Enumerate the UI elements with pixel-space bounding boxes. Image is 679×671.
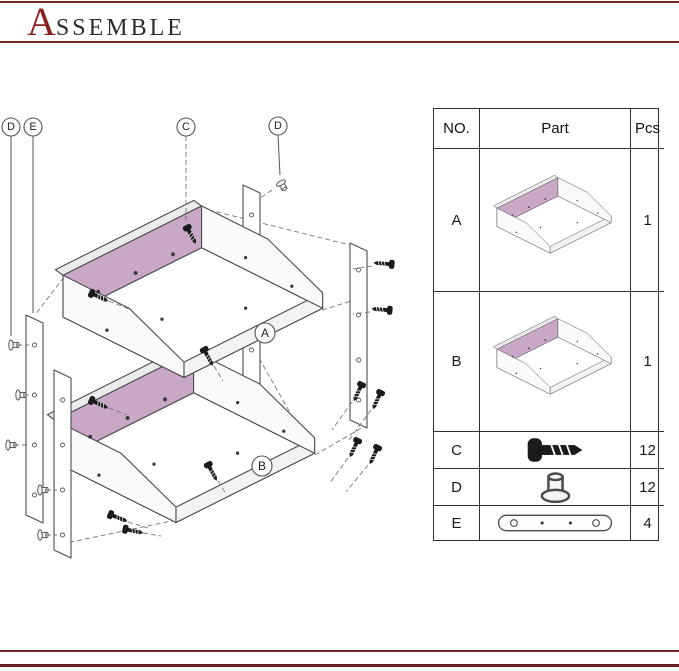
callout-c-label: C (182, 121, 190, 133)
part-d-icon (480, 469, 631, 506)
row-b-pcs: 1 (631, 292, 664, 432)
tray-a-label-text: A (261, 326, 269, 340)
row-e-no: E (434, 506, 480, 540)
part-a-icon (480, 149, 631, 292)
screw-table-icon (526, 437, 584, 463)
callout-d-left: D (1, 117, 21, 137)
callout-leaders (10, 134, 281, 336)
row-b-no: B (434, 292, 480, 432)
title-rest: SSEMBLE (55, 15, 185, 41)
caps-d (5, 178, 290, 541)
part-c-icon (480, 432, 631, 469)
callout-d-left-label: D (7, 121, 15, 133)
row-e-pcs: 4 (643, 514, 652, 532)
callout-e: E (23, 117, 43, 137)
rail-left-front (53, 369, 72, 559)
row-d-pcs: 12 (631, 469, 664, 506)
row-c-no: C (434, 432, 480, 469)
callout-d-right-label: D (274, 120, 282, 132)
tray-a-label: A (254, 322, 276, 344)
part-e-icon (480, 506, 631, 540)
callout-c: C (176, 117, 196, 137)
tray-b-label-text: B (258, 459, 266, 473)
callout-e-label: E (29, 121, 36, 133)
row-a-no: A (434, 149, 480, 292)
tray-b-label: B (251, 455, 273, 477)
cap-table-icon (540, 472, 570, 504)
tray-b-table-icon (493, 316, 612, 395)
row-d-no: D (434, 469, 480, 506)
assembly-diagram: D E C D A B (1, 116, 396, 559)
top-rule (0, 1, 679, 3)
col-header-pcs: Pcs (631, 109, 664, 149)
bottom-rule-thick (0, 664, 679, 667)
row-c-pcs: 12 (631, 432, 664, 469)
title-initial: A (27, 0, 56, 44)
strip-table-icon (497, 514, 613, 532)
col-header-no: NO. (434, 109, 480, 149)
tray-a-table-icon (493, 174, 612, 253)
rail-left-back (25, 314, 44, 524)
bottom-rule-thin (0, 650, 679, 652)
row-a-pcs: 1 (631, 149, 664, 292)
col-header-part: Part (480, 109, 631, 149)
parts-table: NO. Part Pcs A 1 B 1 C 12 D 12 E 4 (433, 108, 664, 541)
header-rule (0, 41, 679, 43)
part-b-icon (480, 292, 631, 432)
callout-d-right: D (268, 116, 288, 136)
rail-right (349, 242, 368, 429)
screws-c (86, 222, 396, 538)
